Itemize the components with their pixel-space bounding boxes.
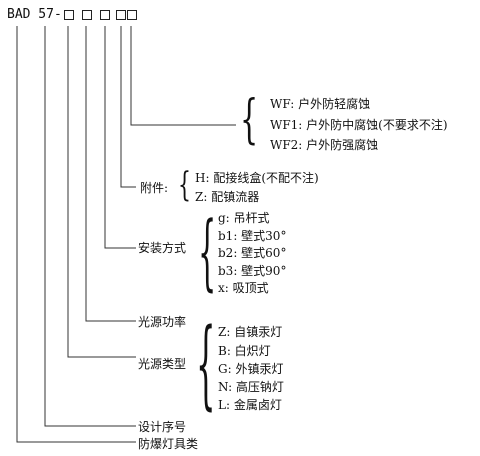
- code-box-3: [100, 10, 110, 20]
- connector-category: [16, 26, 136, 443]
- brace-outdoor: {: [240, 90, 259, 150]
- light-type-item-3: G: 外镇汞灯: [218, 362, 284, 376]
- code-box-5: [127, 10, 137, 20]
- connector-installation: [104, 26, 136, 249]
- installation-item-2: b1: 壁式30°: [218, 229, 287, 243]
- outdoor-item-1: WF: 户外防轻腐蚀: [270, 97, 371, 111]
- installation-item-1: g: 吊杆式: [218, 211, 270, 225]
- installation-item-4: b3: 壁式90°: [218, 264, 287, 278]
- code-box-1: [64, 10, 74, 20]
- outdoor-item-3: WF2: 户外防强腐蚀: [270, 138, 379, 152]
- connector-accessory: [120, 26, 136, 188]
- light-type-item-2: B: 白炽灯: [218, 344, 271, 358]
- accessory-label: 附件:: [140, 181, 169, 195]
- power-label: 光源功率: [138, 315, 187, 329]
- installation-label: 安装方式: [138, 241, 187, 255]
- brace-accessory: {: [178, 165, 191, 205]
- connector-power: [85, 26, 136, 322]
- code-box-2: [82, 10, 92, 20]
- installation-item-3: b2: 壁式60°: [218, 246, 287, 260]
- accessory-item-1: H: 配接线盒(不配不注): [195, 171, 319, 185]
- code-box-4: [116, 10, 126, 20]
- connector-light-type: [67, 26, 136, 358]
- connector-serial: [44, 26, 136, 427]
- light-type-label: 光源类型: [138, 357, 187, 371]
- light-type-item-4: N: 高压钠灯: [218, 380, 284, 394]
- light-type-item-1: Z: 自镇汞灯: [218, 325, 283, 339]
- light-type-item-5: L: 金属卤灯: [218, 398, 282, 412]
- brace-light-type: {: [196, 308, 216, 420]
- connector-outdoor: [130, 26, 236, 126]
- outdoor-item-2: WF1: 户外防中腐蚀(不要求不注): [270, 118, 448, 132]
- model-code-prefix: BAD 57-: [7, 7, 62, 22]
- installation-item-5: x: 吸顶式: [218, 281, 269, 295]
- brace-installation: {: [198, 205, 217, 300]
- serial-label: 设计序号: [138, 420, 187, 434]
- category-label: 防爆灯具类: [138, 437, 199, 451]
- accessory-item-2: Z: 配镇流器: [195, 190, 260, 204]
